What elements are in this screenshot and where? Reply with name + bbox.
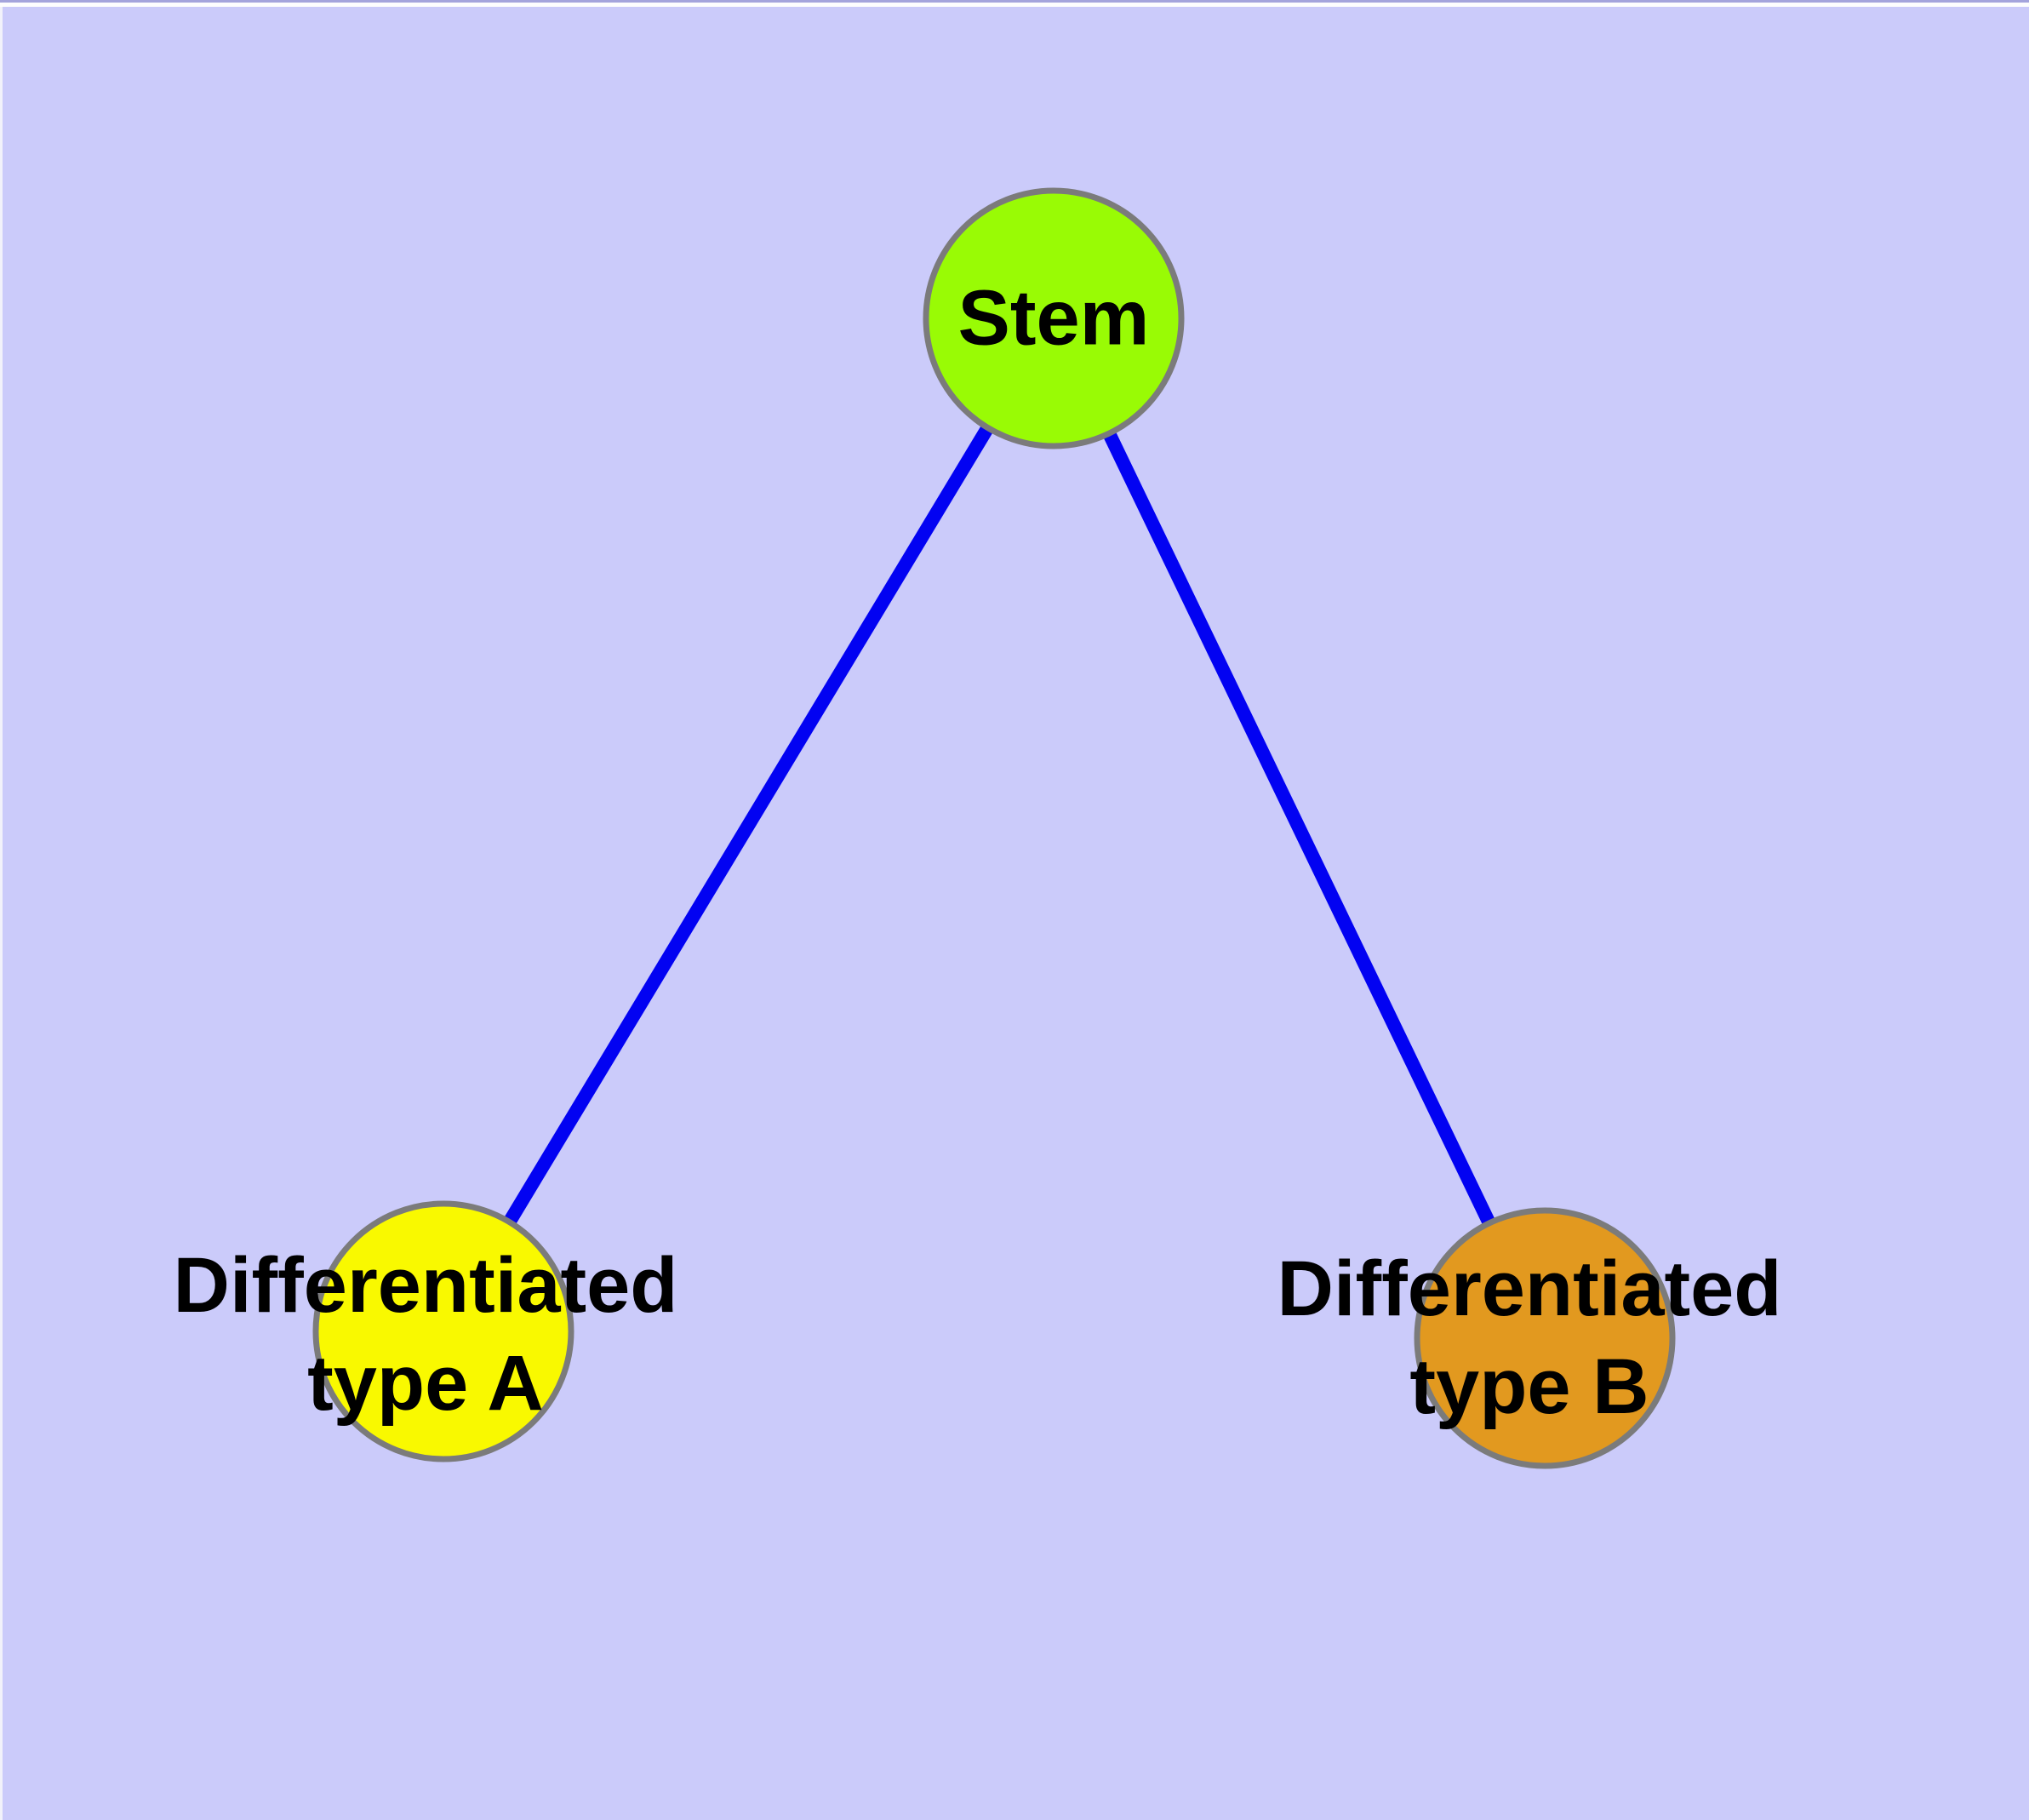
node-type-a-label: Differentiated type A [174, 1237, 678, 1433]
node-stem-circle[interactable] [923, 187, 1185, 449]
window-left-border [0, 7, 3, 1820]
node-type-a-label-line2: type A [307, 1340, 544, 1427]
window-top-border [0, 3, 2029, 7]
node-type-a-circle[interactable] [312, 1200, 574, 1462]
edge-stem-to-type-a [437, 314, 1060, 1336]
edge-stem-to-type-b [1047, 315, 1552, 1342]
node-type-b-label-line1: Differentiated [1277, 1245, 1782, 1332]
node-stem-label: Stem [957, 274, 1150, 362]
node-type-a-label-line1: Differentiated [173, 1242, 678, 1329]
window-top-edge [0, 0, 2029, 3]
node-type-b-label-line2: type B [1409, 1343, 1649, 1430]
node-type-b-label: Differentiated type B [1277, 1240, 1782, 1436]
node-type-b-circle[interactable] [1414, 1207, 1676, 1469]
